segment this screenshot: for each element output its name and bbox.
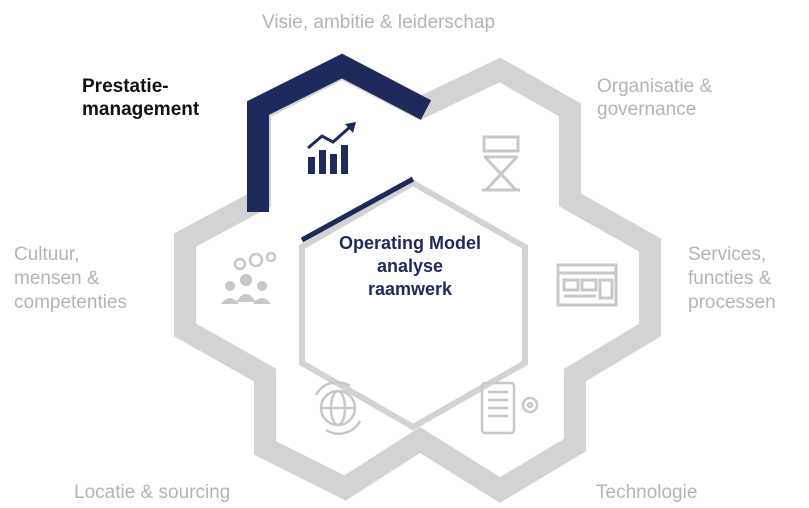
active-segment bbox=[247, 53, 432, 212]
label-services-line-2: functies & bbox=[688, 268, 772, 289]
center-title-line-1: Operating Model bbox=[338, 233, 481, 253]
label-locatie: Locatie & sourcing bbox=[74, 482, 231, 503]
people-gears-icon bbox=[221, 251, 277, 304]
label-prestatiemanagement-line-1: Prestatie- bbox=[82, 76, 169, 97]
label-cultuur-line-2: mensen & bbox=[14, 268, 100, 289]
label-organisatie-line-2: governance bbox=[597, 99, 697, 120]
bar-chart-up-icon bbox=[307, 122, 356, 174]
label-visie: Visie, ambitie & leiderschap bbox=[262, 12, 496, 33]
label-cultuur: Cultuur, mensen & competenties bbox=[14, 243, 127, 315]
tablet-gear-icon bbox=[480, 381, 539, 435]
label-cultuur-line-3: competenties bbox=[14, 292, 128, 313]
director-chair-icon bbox=[482, 135, 520, 192]
label-services-line-3: processen bbox=[688, 292, 776, 313]
label-services: Services, functies & processen bbox=[688, 243, 776, 315]
browser-window-icon bbox=[556, 263, 618, 307]
label-prestatiemanagement-line-2: management bbox=[82, 99, 200, 120]
label-technologie: Technologie bbox=[596, 482, 698, 503]
label-cultuur-line-1: Cultuur, bbox=[14, 244, 80, 265]
label-organisatie: Organisatie & governance bbox=[597, 75, 712, 121]
outer-ring bbox=[174, 55, 661, 503]
inner-hexagon bbox=[299, 179, 528, 431]
center-title-line-2: analyse bbox=[376, 256, 444, 276]
center-title: Operating Model analyse raamwerk bbox=[305, 232, 515, 301]
inner-active-edge bbox=[300, 176, 415, 243]
label-prestatiemanagement: Prestatie- management bbox=[82, 75, 199, 121]
label-organisatie-line-1: Organisatie & bbox=[597, 76, 713, 97]
center-title-line-3: raamwerk bbox=[367, 279, 453, 299]
globe-arrows-icon bbox=[314, 381, 362, 435]
label-services-line-1: Services, bbox=[688, 244, 767, 265]
